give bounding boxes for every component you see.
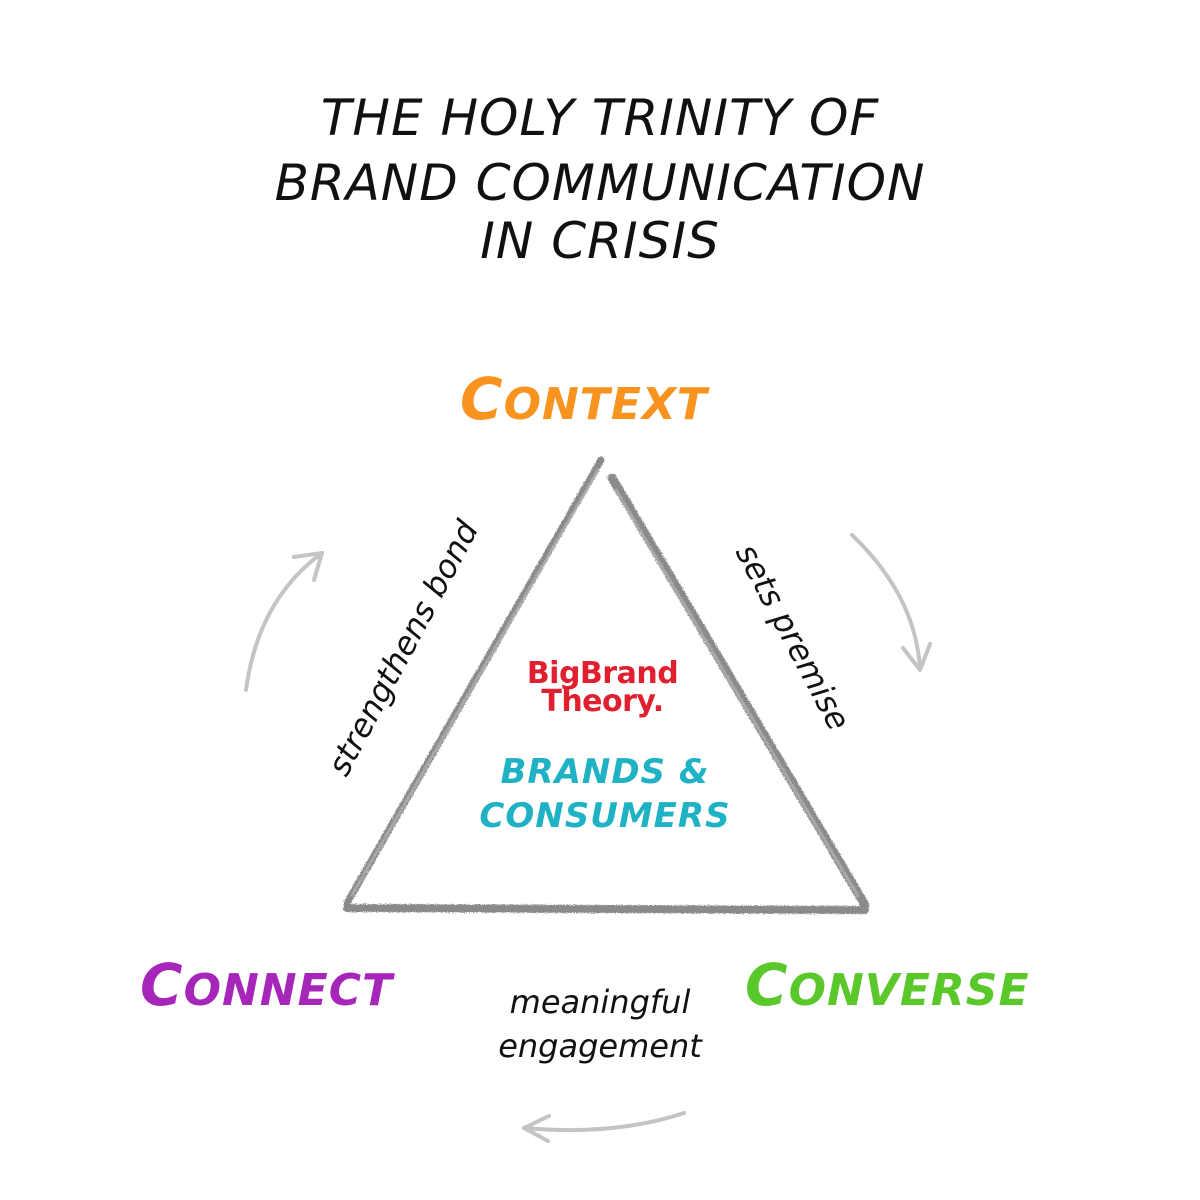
brand-logo: BigBrand Theory. — [500, 656, 705, 719]
title-line-2: BRAND COMMUNICATION — [274, 154, 926, 212]
node-context: Context — [460, 370, 708, 428]
curved-arrow-down-icon — [850, 533, 932, 672]
brand-logo-line-1: BigBrand — [526, 656, 679, 691]
node-context-rest: ontext — [503, 379, 708, 430]
triangle-outline — [343, 456, 870, 914]
edge-label-bottom: meaningful engagement — [492, 980, 708, 1068]
curved-arrow-left-icon — [522, 1111, 686, 1143]
node-connect-initial: C — [140, 951, 184, 1019]
edge-label-bottom-line-2: engagement — [498, 1027, 702, 1065]
title-line-1: THE HOLY TRINITY OF — [320, 89, 880, 147]
node-converse-initial: C — [745, 951, 789, 1019]
edge-label-bottom-line-1: meaningful — [509, 983, 691, 1021]
curved-arrow-up-icon — [244, 551, 324, 692]
node-converse-rest: onverse — [788, 965, 1030, 1016]
node-connect-rest: onnect — [183, 965, 393, 1016]
triangle-right-edge — [607, 473, 870, 910]
node-context-initial: C — [460, 365, 504, 433]
center-subject: BRANDS & CONSUMERS — [455, 750, 755, 838]
triangle-base-edge — [343, 904, 869, 914]
node-converse: Converse — [745, 956, 1030, 1014]
brand-logo-line-2: Theory. — [541, 684, 664, 719]
center-subject-line-2: CONSUMERS — [479, 796, 731, 836]
node-connect: Connect — [140, 956, 393, 1014]
center-subject-line-1: BRANDS & — [500, 752, 710, 792]
title-line-3: IN CRISIS — [480, 212, 720, 270]
